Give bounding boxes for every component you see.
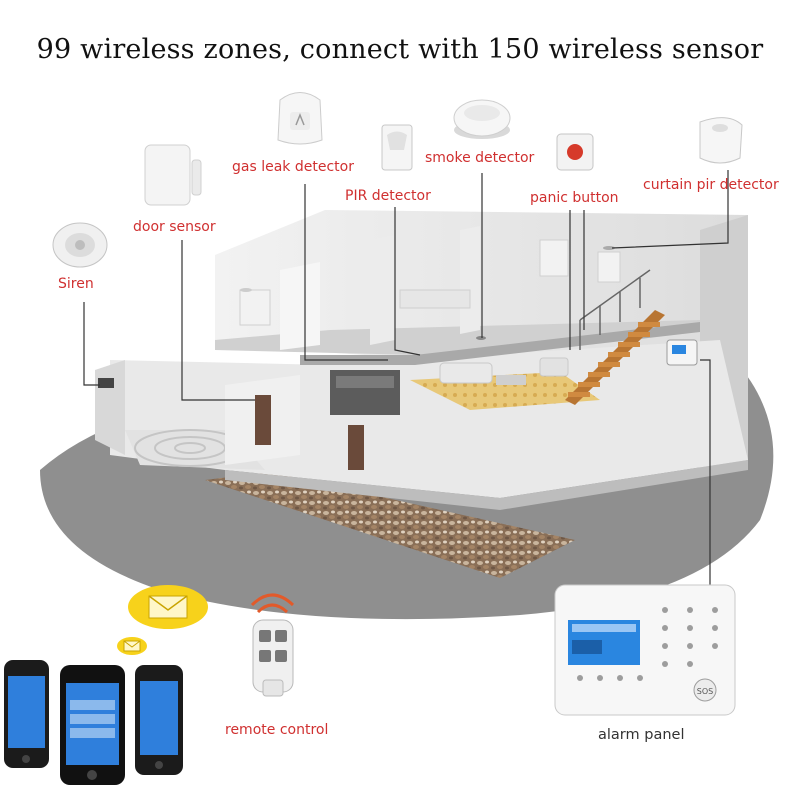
upper-partition-2 (370, 235, 395, 345)
upper-floor-slab (215, 320, 700, 355)
label-panic-button: panic button (530, 190, 619, 206)
sofa (439, 362, 493, 384)
upper-window (539, 239, 569, 277)
door-left (255, 395, 271, 445)
phone-2 (60, 665, 125, 785)
smoke-device (453, 99, 511, 139)
label-door-sensor: door sensor (133, 219, 216, 235)
door-sensor-device (144, 144, 202, 206)
floor-front-edge (225, 460, 748, 510)
upper-partition-1 (280, 262, 320, 350)
label-gas-leak-detector: gas leak detector (232, 159, 354, 175)
alarm-panel-device: SOS (554, 584, 736, 716)
ceiling-sensor (240, 288, 252, 292)
upper-floor-front (300, 322, 700, 365)
phone-3 (135, 665, 183, 775)
phone-1 (4, 660, 49, 768)
label-alarm-panel: alarm panel (598, 727, 685, 743)
staircase (565, 269, 665, 405)
upper-window-2 (597, 251, 621, 283)
left-room-wall (95, 360, 125, 455)
sos-button (693, 678, 717, 702)
label-remote-control: remote control (225, 722, 329, 738)
sos-text: SOS (697, 687, 713, 696)
siren-device (52, 222, 108, 268)
label-smoke-detector: smoke detector (425, 150, 535, 166)
door-front (348, 425, 364, 470)
leader-lines (83, 170, 729, 590)
headline: 99 wireless zones, connect with 150 wire… (36, 34, 764, 65)
gas-leak-device (277, 92, 323, 145)
label-pir-detector: PIR detector (345, 188, 431, 204)
panic-device (556, 133, 594, 171)
upper-partition-3 (460, 226, 480, 334)
upper-bed (399, 289, 471, 309)
label-siren: Siren (58, 276, 94, 292)
remote-device (250, 593, 295, 697)
upper-cabinet (239, 289, 271, 326)
gravel-path (205, 472, 575, 578)
armchair (539, 357, 569, 377)
siren-mount (98, 378, 114, 388)
coffee-table (496, 375, 526, 385)
label-curtain-pir-detector: curtain pir detector (643, 177, 779, 193)
curtain-pir-device (699, 117, 743, 164)
pir-device (381, 124, 413, 171)
